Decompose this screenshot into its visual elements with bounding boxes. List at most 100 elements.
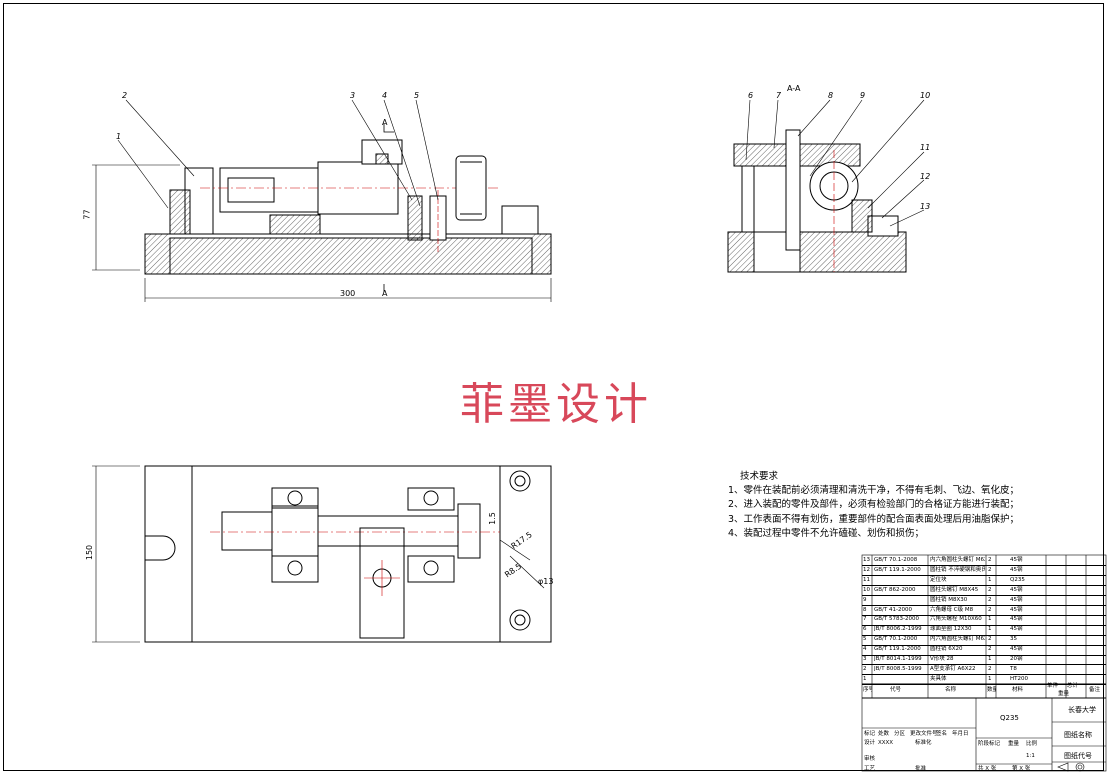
bom-header-qty: 数量 [987, 687, 996, 693]
bom-cell-mat: 45钢 [1010, 606, 1023, 613]
dim-small: 1.5 [487, 512, 497, 525]
workpiece-shaft [219, 167, 321, 213]
bom-cell-code: GB/T 119.1-2000 [874, 566, 921, 573]
bom-header-name: 名称 [945, 687, 957, 693]
dim-height: 77 [82, 209, 92, 220]
bom-header-weight: 重量 [1058, 691, 1070, 697]
leader-lines [117, 99, 925, 227]
label-approve: 批准 [915, 766, 927, 772]
bom-cell-code: GB/T 5783-2000 [874, 616, 919, 623]
scale-value: 1:1 [1026, 753, 1035, 759]
bom-cell-qty: 1 [988, 675, 992, 682]
bom-cell-mat: 45钢 [1010, 557, 1023, 563]
technical-requirements: 技术要求 1、零件在装配前必须清理和清洗干净，不得有毛刺、飞边、氧化皮； 2、进… [728, 470, 1019, 541]
bom-cell-code: JB/T 8006.2-1999 [874, 626, 922, 633]
bom-cell-qty: 1 [988, 576, 992, 583]
bom-cell-name: 六角头螺栓 M10X60 [930, 616, 982, 623]
bom-cell-no: 2 [863, 665, 867, 672]
bom-cell-no: 5 [863, 636, 867, 643]
balloon-12: 12 [920, 172, 931, 181]
bom-cell-mat: 45钢 [1010, 596, 1023, 603]
balloon-11: 11 [920, 143, 931, 152]
bom-row-divider [862, 654, 1106, 656]
bom-row-divider [862, 595, 1106, 597]
front-view [92, 124, 552, 302]
bom-cell-mat: 35 [1010, 636, 1017, 643]
sheet-count: 共 X 张 [978, 766, 997, 772]
bom-cell-code: GB/T 70.1-2000 [874, 636, 918, 643]
bom-cell-no: 11 [863, 576, 870, 583]
bom-cell-code: JB/T 8014.1-1999 [874, 656, 922, 662]
bom-cell-mat: 45钢 [1010, 646, 1023, 653]
section-view-a-a [727, 129, 907, 273]
bom-cell-code: GB/T 119.1-2000 [874, 646, 921, 653]
bom-cell-mat: 45钢 [1010, 626, 1023, 633]
bom-cell-name: 定位块 [930, 576, 947, 583]
bom-row-divider [862, 664, 1106, 666]
label-date: 年月日 [952, 731, 969, 737]
bom-cell-name: 圆柱销 6X20 [930, 646, 963, 653]
drawing-frame [3, 3, 1104, 771]
bom-cell-name: 圆柱销 M8X30 [930, 596, 968, 603]
label-std: 标准化 [915, 740, 932, 746]
bom-cell-qty: 2 [988, 665, 992, 672]
bom-cell-name: 夹具体 [930, 675, 947, 682]
label-count: 处数 [878, 731, 890, 737]
bom-header-remark: 备注 [1089, 687, 1101, 693]
label-sign: 签名 [936, 731, 948, 737]
label-stage: 阶段标记 [978, 741, 1001, 747]
bom-cell-no: 1 [863, 675, 867, 682]
tech-note: 4、装配过程中零件不允许磕碰、划伤和损伤； [728, 527, 925, 539]
school-name: 长春大学 [1068, 706, 1096, 714]
bom-row-divider [862, 575, 1106, 577]
bom-header-code: 代号 [890, 687, 902, 693]
bom-cell-no: 10 [863, 586, 870, 593]
bom-cell-qty: 2 [988, 566, 992, 573]
bom-row-divider [862, 674, 1106, 676]
bom-table-grid [861, 554, 1107, 772]
balloon-6: 6 [748, 91, 754, 100]
bom-cell-code: JB/T 8008.5-1999 [874, 665, 922, 672]
cut-marker-top: A [382, 118, 388, 127]
bom-cell-code: GB/T 862-2000 [874, 586, 916, 593]
bom-cell-qty: 2 [988, 636, 992, 643]
balloon-2: 2 [122, 91, 128, 100]
bom-row-divider [862, 614, 1106, 616]
bom-cell-name: 内六角圆柱头螺钉 M6X16 [930, 557, 985, 563]
label-weight: 重量 [1008, 741, 1020, 747]
bom-cell-mat: Q235 [1010, 576, 1025, 583]
bom-row-divider [862, 634, 1106, 636]
bom-cell-no: 12 [863, 566, 870, 573]
label-design: 设计 [864, 740, 876, 746]
dim-length: 300 [340, 289, 356, 298]
designer-name: XXXX [878, 740, 894, 746]
section-title: A-A [787, 84, 801, 93]
label-review: 审核 [864, 756, 876, 762]
bom-row-divider [862, 585, 1106, 587]
balloon-8: 8 [828, 91, 834, 100]
balloon-9: 9 [860, 91, 866, 100]
bom-row-divider [862, 644, 1106, 646]
tech-note: 1、零件在装配前必须清理和清洗干净，不得有毛刺、飞边、氧化皮； [728, 485, 1020, 497]
label-mark: 标记 [864, 731, 876, 737]
bom-cell-no: 6 [863, 626, 867, 633]
bom-cell-no: 8 [863, 606, 867, 613]
bom-cell-mat: T8 [1010, 665, 1017, 672]
material-value: Q235 [1000, 714, 1019, 722]
bom-cell-qty: 2 [988, 557, 992, 563]
balloon-1: 1 [116, 132, 122, 141]
bom-header-total: 总计 [1067, 683, 1079, 689]
bom-cell-mat: 45钢 [1010, 566, 1023, 573]
bom-cell-qty: 1 [988, 616, 992, 623]
label-process: 工艺 [864, 766, 876, 772]
bom-cell-qty: 2 [988, 596, 992, 603]
bom-row-divider [862, 605, 1106, 606]
balloon-7: 7 [776, 91, 782, 100]
watermark: 菲墨设计 [460, 379, 652, 430]
bom-row-divider [862, 684, 1106, 686]
bom-cell-qty: 2 [988, 606, 992, 613]
sheet-number: 第 X 张 [1012, 766, 1031, 772]
balloon-5: 5 [414, 91, 420, 100]
bom-row-divider [862, 624, 1106, 626]
